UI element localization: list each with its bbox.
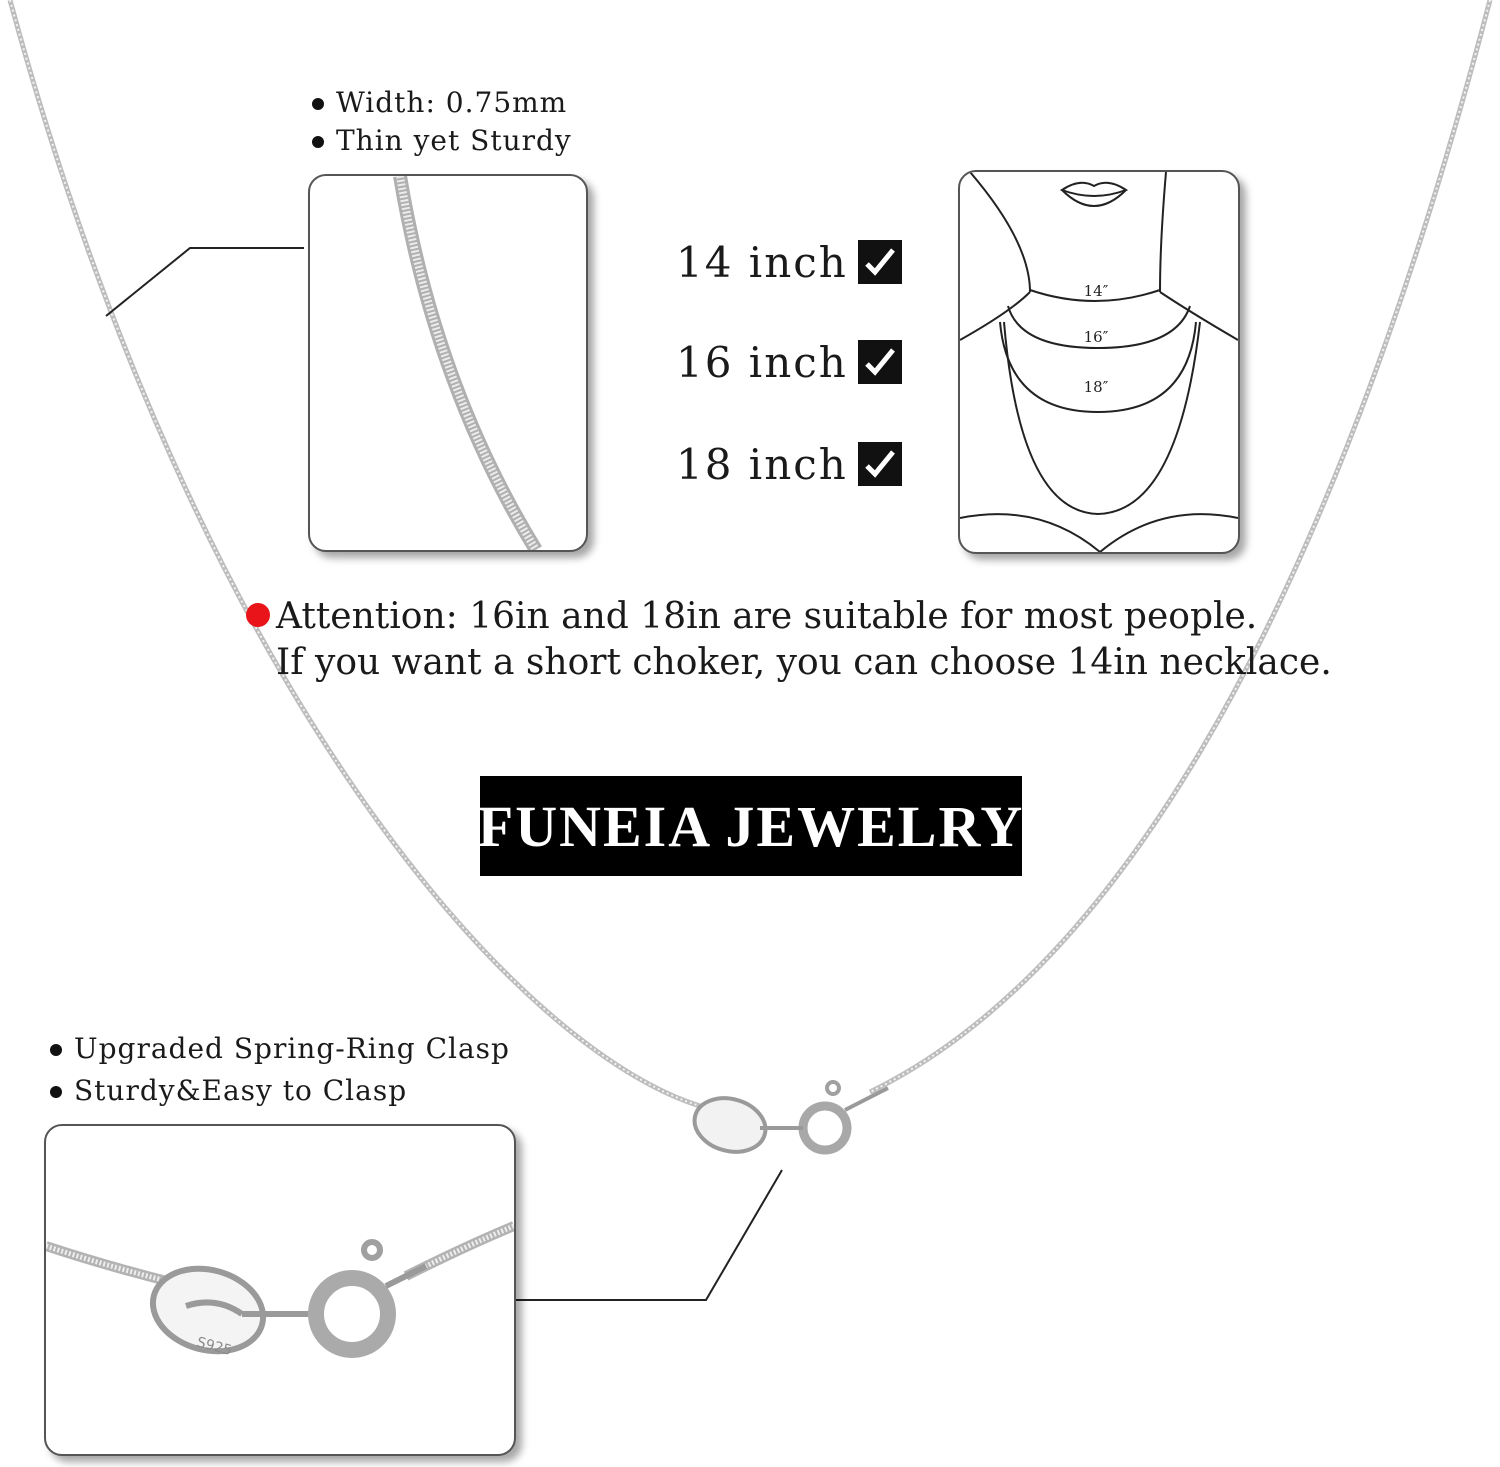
size-option-14: 14 inch [676, 238, 906, 288]
check-icon [858, 340, 902, 384]
necklace-chain-inner [9, 0, 701, 1107]
attention-line-1: Attention: 16in and 18in are suitable fo… [276, 596, 1258, 637]
chain-detail-bullets: Width: 0.75mm Thin yet Sturdy [310, 84, 572, 160]
attention-line-2: If you want a short choker, you can choo… [276, 642, 1332, 683]
clasp-detail-bullets: Upgraded Spring-Ring Clasp Sturdy&Easy t… [48, 1030, 510, 1110]
size-option-18: 18 inch [676, 440, 906, 490]
size-label-18: 18 inch [676, 440, 848, 489]
small-clasp [692, 1080, 889, 1155]
connector-line-top [105, 247, 304, 317]
attention-note: Attention: 16in and 18in are suitable fo… [244, 594, 1344, 686]
clasp-closeup-panel: S925 [44, 1124, 516, 1456]
red-dot-icon [246, 603, 270, 627]
clasp-sturdy-bullet: Sturdy&Easy to Clasp [48, 1072, 510, 1110]
chain-closeup-panel [308, 174, 588, 552]
neck-label-16: 16″ [1084, 328, 1109, 346]
brand-name: FUNEIA JEWELRY [477, 793, 1025, 859]
clasp-upgraded-bullet: Upgraded Spring-Ring Clasp [48, 1030, 510, 1068]
brand-banner: FUNEIA JEWELRY [477, 776, 1025, 876]
necklace-chain [7, 0, 701, 1109]
size-label-16: 16 inch [676, 338, 848, 387]
neck-label-14: 14″ [1084, 282, 1109, 300]
chain-sturdy-bullet: Thin yet Sturdy [310, 122, 572, 160]
size-label-14: 14 inch [676, 238, 848, 287]
check-icon [858, 240, 902, 284]
clasp-closeup-image: S925 [46, 1221, 514, 1359]
lips-icon [1059, 181, 1129, 197]
size-option-16: 16 inch [676, 338, 906, 388]
chain-closeup-image [393, 176, 542, 550]
connector-line-bottom [516, 1169, 783, 1301]
chain-width-bullet: Width: 0.75mm [310, 84, 572, 122]
neck-label-18: 18″ [1084, 378, 1109, 396]
necklace-chain-right-inner [869, 0, 1491, 1093]
neck-length-diagram: 14″ 16″ 18″ [960, 172, 1238, 552]
neck-length-diagram-panel: 14″ 16″ 18″ [958, 170, 1240, 554]
check-icon [858, 442, 902, 486]
